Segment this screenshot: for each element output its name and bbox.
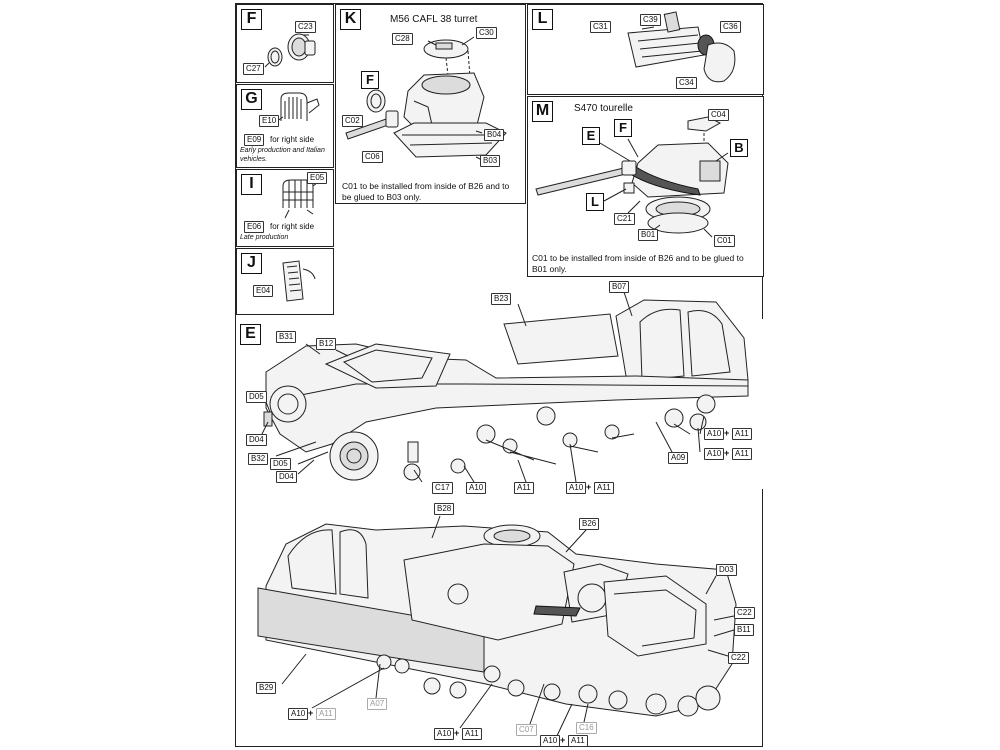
part-tag: E06 — [244, 221, 265, 233]
part-tag: C28 — [392, 33, 413, 45]
part-tag: B29 — [256, 682, 277, 694]
part-tag: C21 — [614, 213, 635, 225]
part-tag: E09 — [244, 134, 265, 146]
part-tag: C39 — [640, 14, 661, 26]
side-note: for right side — [270, 222, 315, 231]
panel-letter: M — [532, 101, 553, 122]
part-tag: B31 — [276, 331, 297, 343]
plus-sign: + — [586, 482, 592, 492]
part-tag: E04 — [253, 285, 274, 297]
panel-letter: J — [241, 253, 262, 274]
callout-f: F — [614, 119, 632, 137]
part-tag: B04 — [484, 129, 505, 141]
part-tag: B12 — [316, 338, 337, 350]
part-tag: C30 — [476, 27, 497, 39]
part-tag: A10 — [704, 428, 725, 440]
part-tag: B28 — [434, 503, 455, 515]
plus-sign: + — [308, 708, 314, 718]
road-wheel-set — [403, 394, 716, 481]
callout-l: L — [586, 193, 604, 211]
part-tag: C27 — [243, 63, 264, 75]
part-tag: C22 — [728, 652, 749, 664]
grab-handle-drawing — [276, 92, 320, 122]
part-tag: C17 — [432, 482, 453, 494]
part-tag: C36 — [720, 21, 741, 33]
panel-letter: F — [241, 9, 262, 30]
assembly-note: C01 to be installed from inside of B26 a… — [342, 181, 510, 202]
part-tag: B03 — [480, 155, 501, 167]
plus-sign: + — [724, 448, 730, 458]
part-tag: C16 — [576, 722, 597, 734]
part-tag: A10 — [566, 482, 587, 494]
panel-door-drawing — [282, 260, 316, 302]
part-tag: C23 — [295, 21, 316, 33]
part-tag: A11 — [732, 428, 752, 440]
part-tag: C31 — [590, 21, 611, 33]
panel-title: S470 tourelle — [574, 103, 633, 114]
callout-f: F — [361, 71, 379, 89]
part-tag: D03 — [716, 564, 737, 576]
part-tag: C04 — [708, 109, 729, 121]
part-tag: A11 — [594, 482, 614, 494]
panel-letter: G — [241, 89, 262, 110]
part-tag: A11 — [514, 482, 534, 494]
part-tag: E05 — [307, 172, 328, 184]
panel-l: L C39 C36 C31 C34 — [527, 4, 764, 95]
plus-sign: + — [560, 735, 566, 745]
part-tag: A11 — [462, 728, 482, 740]
part-tag: D04 — [246, 434, 267, 446]
hull-lower-drawing — [257, 291, 749, 739]
part-tag: A11 — [732, 448, 752, 460]
part-tag: C34 — [676, 77, 697, 89]
panel-letter: L — [532, 9, 553, 30]
part-tag: E10 — [259, 115, 280, 127]
panel-m: M S470 tourelle C04 — [527, 96, 764, 277]
part-tag: A09 — [668, 452, 689, 464]
turret-drawing — [345, 36, 507, 162]
part-tag: B32 — [248, 453, 269, 465]
part-tag: B01 — [638, 229, 659, 241]
part-tag: D04 — [276, 471, 297, 483]
part-tag: B11 — [734, 624, 754, 636]
exhaust-drawing — [627, 11, 736, 83]
headlight-drawing — [264, 33, 316, 68]
part-tag: D05 — [246, 391, 267, 403]
tourelle-drawing — [535, 116, 729, 238]
part-tag: C01 — [714, 235, 735, 247]
panel-letter: K — [340, 9, 361, 30]
plus-sign: + — [724, 428, 730, 438]
assembly-note: C01 to be installed from inside of B26 a… — [532, 253, 744, 274]
caption: Late production — [240, 234, 289, 241]
part-tag: A07 — [367, 698, 388, 710]
part-tag: D05 — [270, 458, 291, 470]
panel-k: K M56 CAFL 38 turret — [335, 4, 526, 204]
panel-i: I E05 E06 for right side Late production — [236, 169, 334, 247]
part-tag: C02 — [342, 115, 363, 127]
panel-title: M56 CAFL 38 turret — [390, 14, 478, 25]
part-tag: A11 — [568, 735, 588, 747]
instruction-sheet: F C23 C27 G E10 E09 for right side Early… — [235, 3, 764, 747]
part-tag: A10 — [540, 735, 561, 747]
part-tag: B26 — [579, 518, 600, 530]
part-tag: A10 — [288, 708, 309, 720]
part-tag: C06 — [362, 151, 383, 163]
side-note: for right side — [270, 135, 315, 144]
part-tag: B23 — [491, 293, 512, 305]
part-tag: A10 — [466, 482, 487, 494]
callout-e: E — [582, 127, 600, 145]
panel-letter: I — [241, 174, 262, 195]
plus-sign: + — [454, 728, 460, 738]
panel-letter: E — [240, 324, 261, 345]
part-tag: A11 — [316, 708, 336, 720]
part-tag: C22 — [734, 607, 755, 619]
part-tag: A10 — [434, 728, 455, 740]
part-tag: C07 — [516, 724, 537, 736]
part-tag: B07 — [609, 281, 630, 293]
panel-j: J E04 — [236, 248, 334, 315]
callout-b: B — [730, 139, 748, 157]
panel-f: F C23 C27 — [236, 4, 334, 83]
panel-g: G E10 E09 for right side Early productio… — [236, 84, 334, 168]
caption: Early production and Italian vehicles. — [240, 147, 325, 163]
part-tag: A10 — [704, 448, 725, 460]
